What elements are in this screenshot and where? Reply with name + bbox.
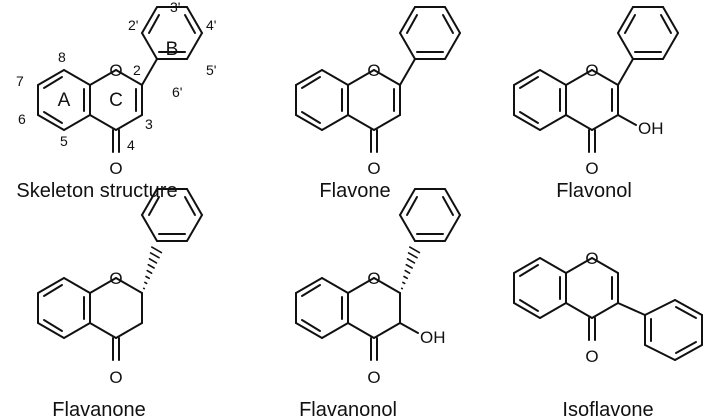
flavone-oxygen-atom: O <box>367 61 380 80</box>
flavonol-carbonyl-oxygen-atom: O <box>585 159 598 178</box>
flavanonol-oxygen-atom: O <box>367 269 380 288</box>
position-number-2-prime: 2' <box>128 17 138 33</box>
ring-label-b: B <box>166 39 179 60</box>
flavanone-hashed-wedge-bond <box>142 246 163 290</box>
position-number-4-prime: 4' <box>206 17 216 33</box>
position-number-3: 3 <box>145 116 153 132</box>
flavanone-bonds <box>37 188 203 361</box>
flavanonol-carbonyl-oxygen-atom: O <box>367 368 380 387</box>
position-number-6-prime: 6' <box>172 84 182 100</box>
position-number-7: 7 <box>16 73 24 89</box>
position-number-4: 4 <box>127 137 135 153</box>
position-number-6: 6 <box>18 111 26 127</box>
ring-label-a: A <box>58 90 71 111</box>
flavanonol-structure: O O OH Flavanonol <box>295 188 461 420</box>
flavone-bonds <box>295 6 461 153</box>
position-number-5-prime: 5' <box>206 62 216 78</box>
caption-flavonol: Flavonol <box>556 180 632 202</box>
caption-flavanone: Flavanone <box>52 399 145 420</box>
isoflavone-carbonyl-oxygen-atom: O <box>585 347 598 366</box>
flavanonol-hashed-wedge-bond <box>400 246 421 290</box>
flavanone-structure: O O Flavanone <box>37 188 203 420</box>
position-number-3-prime: 3' <box>170 0 180 15</box>
ring-label-c: C <box>109 90 123 111</box>
flavanonol-hydroxyl-group: OH <box>420 328 446 347</box>
isoflavone-structure: O O Isoflavone <box>513 249 703 420</box>
position-number-8: 8 <box>58 49 66 65</box>
skeleton-structure: O O A C B 2 3 4 5 6 7 8 2' 3' 4' 5' 6' S… <box>16 0 216 202</box>
caption-flavone: Flavone <box>319 180 390 202</box>
flavone-structure: O O Flavone <box>295 6 461 202</box>
isoflavone-oxygen-atom: O <box>585 249 598 268</box>
position-number-5: 5 <box>60 133 68 149</box>
flavonol-oxygen-atom: O <box>585 61 598 80</box>
caption-flavanonol: Flavanonol <box>299 399 397 420</box>
flavanone-oxygen-atom: O <box>109 269 122 288</box>
flavonol-hydroxyl-group: OH <box>638 119 664 138</box>
flavonol-structure: O O OH Flavonol <box>513 6 679 202</box>
flavone-carbonyl-oxygen-atom: O <box>367 159 380 178</box>
flavonol-bonds <box>513 6 679 153</box>
flavanone-carbonyl-oxygen-atom: O <box>109 368 122 387</box>
skeleton-bonds <box>37 6 203 153</box>
flavanonol-bonds <box>295 188 461 361</box>
skeleton-carbonyl-oxygen-atom: O <box>109 159 122 178</box>
position-number-2: 2 <box>133 62 141 78</box>
skeleton-oxygen-atom: O <box>109 61 122 80</box>
caption-skeleton-structure: Skeleton structure <box>16 180 177 202</box>
isoflavone-bonds <box>513 257 703 361</box>
caption-isoflavone: Isoflavone <box>562 399 653 420</box>
